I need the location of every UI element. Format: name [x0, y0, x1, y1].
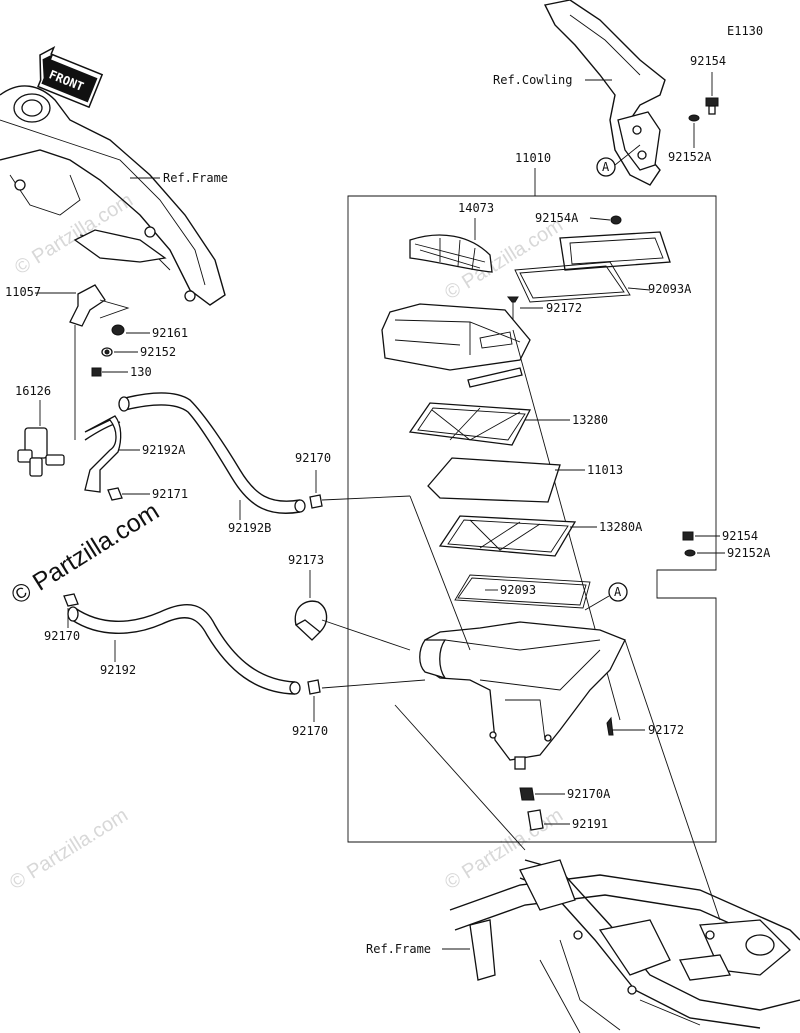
- label-92093: 92093: [500, 583, 536, 597]
- watermark-faint: © Partzilla.com: [11, 189, 137, 279]
- cap-92191: [527, 809, 544, 831]
- clip-92170A: [519, 787, 535, 801]
- filter-frame-13280A: [438, 515, 577, 557]
- label-13280: 13280: [572, 413, 608, 427]
- label-16126: 16126: [15, 384, 51, 398]
- label-92170A: 92170A: [567, 787, 611, 801]
- label-11010: 11010: [515, 151, 551, 165]
- label-92093A: 92093A: [648, 282, 692, 296]
- label-92152A-top: 92152A: [668, 150, 712, 164]
- diagram-code: E1130: [727, 24, 763, 38]
- label-92152A-right: 92152A: [727, 546, 771, 560]
- grommet-92161: [111, 324, 125, 336]
- label-92170-a: 92170: [295, 451, 331, 465]
- valve-16126: [17, 427, 65, 477]
- band-92173: [294, 600, 328, 641]
- clamp-92170-c: [307, 679, 321, 695]
- bolt-92154-top: [705, 97, 719, 115]
- label-92170-b: 92170: [44, 629, 80, 643]
- label-92154-top: 92154: [690, 54, 726, 68]
- label-92171: 92171: [152, 487, 188, 501]
- callout-a-top-letter: A: [602, 160, 610, 174]
- watermark-main: © Partzilla.com: [6, 497, 164, 610]
- label-92192: 92192: [100, 663, 136, 677]
- label-11057: 11057: [5, 285, 41, 299]
- cowling-bracket: [543, 0, 666, 186]
- bolt-92154-right: [682, 531, 694, 541]
- filter-element-11013: [427, 457, 561, 503]
- ref-frame-top-label: Ref.Frame: [163, 171, 228, 185]
- label-130: 130: [130, 365, 152, 379]
- upper-housing: [381, 303, 531, 371]
- label-92152: 92152: [140, 345, 176, 359]
- screw-92172-bottom: [606, 716, 614, 736]
- frame-bottom: [449, 859, 800, 1033]
- small-bracket: [467, 367, 523, 388]
- gasket-92093A: [514, 261, 631, 303]
- assembly-box: [347, 195, 717, 843]
- callout-a-top: [596, 157, 616, 177]
- label-13280A: 13280A: [599, 520, 643, 534]
- filter-frame-13280: [408, 402, 532, 446]
- label-14073: 14073: [458, 201, 494, 215]
- label-92154A: 92154A: [535, 211, 579, 225]
- front-arrow-icon: FRONT: [37, 45, 104, 109]
- part-14073-duct: [409, 234, 493, 273]
- label-92173: 92173: [288, 553, 324, 567]
- bracket-11057: [69, 284, 106, 327]
- label-92172-top: 92172: [546, 301, 582, 315]
- seal-92093: [454, 574, 591, 609]
- lower-housing: [419, 621, 626, 770]
- bolt-92154A: [610, 215, 622, 225]
- label-11013: 11013: [587, 463, 623, 477]
- label-92170-c: 92170: [292, 724, 328, 738]
- label-92154-right: 92154: [722, 529, 758, 543]
- cover-plate: [559, 231, 671, 271]
- bolt-130: [91, 367, 102, 377]
- ref-frame-bottom-label: Ref.Frame: [366, 942, 431, 956]
- callout-a-middle-letter: A: [614, 585, 622, 599]
- clamp-92170-b: [63, 593, 79, 607]
- ref-cowling-label: Ref.Cowling: [493, 73, 572, 87]
- label-92192A: 92192A: [142, 443, 186, 457]
- label-92191: 92191: [572, 817, 608, 831]
- clamp-92171: [107, 487, 123, 501]
- hose-92192B: [124, 392, 301, 502]
- washer-92152A-right: [684, 549, 696, 557]
- hose-92192: [74, 604, 296, 683]
- frame-top-left: [0, 85, 226, 306]
- watermark-faint: © Partzilla.com: [6, 804, 132, 894]
- label-92192B: 92192B: [228, 521, 271, 535]
- callout-a-middle: [608, 582, 628, 602]
- clamp-92170-a: [309, 494, 323, 509]
- label-92161: 92161: [152, 326, 188, 340]
